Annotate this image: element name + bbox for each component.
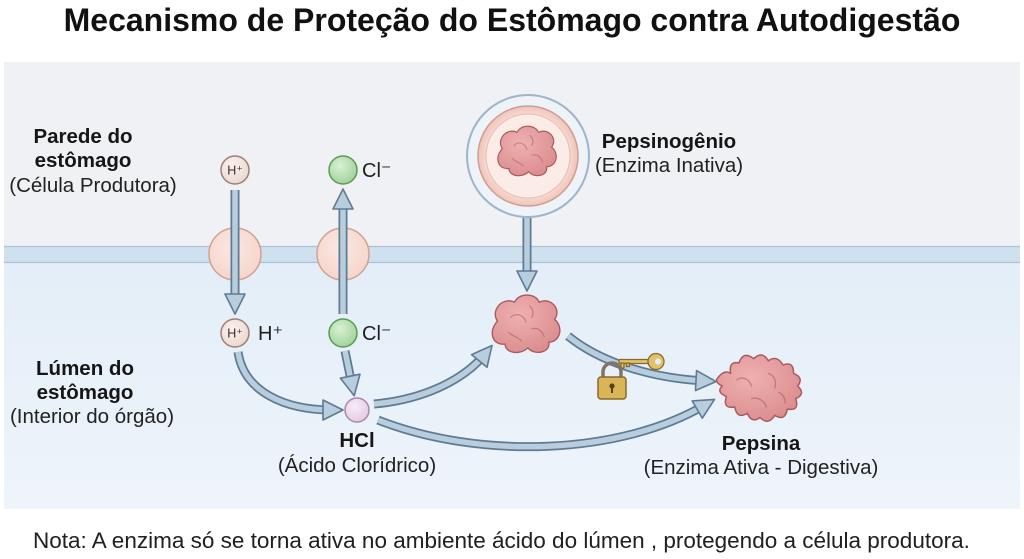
wall-h-ion: H⁺: [220, 155, 250, 185]
arrow-hcl-to-pepsinogen: [373, 344, 493, 409]
page-title: Mecanismo de Proteção do Estômago contra…: [64, 2, 961, 38]
cl-ion-label: Cl⁻: [362, 160, 391, 182]
arrow-hcl-to-pepsin: [376, 398, 716, 452]
key-tooth: [625, 362, 631, 368]
h-ion-label: H⁺: [258, 323, 283, 345]
stomach-wall-subtitle: (Célula Produtora): [9, 174, 177, 197]
padlock-keyhole-slot: [611, 387, 613, 393]
pepsin-description: (Enzima Ativa - Digestiva): [644, 456, 879, 479]
footnote: Nota: A enzima só se torna ativa no ambi…: [33, 528, 970, 553]
pepsinogen-vesicle: [466, 94, 590, 218]
h-ion-circle: [220, 318, 250, 348]
cl-ion-circle: [328, 318, 358, 348]
wall-cl-ion: Cl⁻: [328, 155, 391, 185]
hcl-description: (Ácido Clorídrico): [278, 454, 436, 477]
h-ion-symbol: H⁺: [227, 327, 243, 341]
padlock-keyhole: [609, 383, 615, 389]
h-ion-symbol: H⁺: [227, 164, 243, 178]
cl-ion-circle: [328, 155, 358, 185]
lumen-h-ion: H⁺ H⁺: [220, 318, 283, 348]
stomach-lumen-subtitle: (Interior do órgão): [10, 405, 174, 428]
pepsin-name: Pepsina: [722, 432, 801, 455]
membrane-band: [4, 246, 1020, 263]
pepsin-label: Pepsina (Enzima Ativa - Digestiva): [644, 432, 879, 479]
h-ion-circle: [220, 155, 250, 185]
padlock-icon: [597, 361, 627, 400]
key-icon: [618, 352, 665, 371]
lock-and-key-icon: [597, 352, 665, 400]
pepsinogen-description: (Enzima Inativa): [595, 154, 743, 177]
hcl-label: HCl (Ácido Clorídrico): [278, 429, 436, 477]
arrow-cl-to-hcl: [339, 350, 361, 397]
key-bow-hole: [655, 358, 661, 365]
stomach-wall-title-line1: Parede do: [33, 125, 132, 148]
pepsinogen-label: Pepsinogênio (Enzima Inativa): [595, 130, 743, 177]
padlock-shackle: [601, 361, 623, 378]
stomach-wall-label: Parede do estômago (Célula Produtora): [9, 125, 177, 197]
pepsinogen-name: Pepsinogênio: [602, 130, 736, 153]
lumen-cl-ion: Cl⁻: [328, 318, 391, 348]
stomach-wall-title-line2: estômago: [35, 149, 132, 172]
stomach-lumen-label: Lúmen do estômago (Interior do órgão): [10, 357, 174, 428]
stomach-lumen-title-line2: estômago: [37, 381, 134, 404]
cl-ion-label: Cl⁻: [362, 323, 391, 345]
hcl-name: HCl: [339, 429, 374, 452]
stomach-lumen-title-line1: Lúmen do: [36, 357, 134, 380]
arrow-h-to-hcl: [233, 351, 344, 421]
key-tooth: [620, 362, 625, 369]
hcl-molecule: [344, 397, 370, 423]
cell-membrane: [4, 245, 1020, 264]
